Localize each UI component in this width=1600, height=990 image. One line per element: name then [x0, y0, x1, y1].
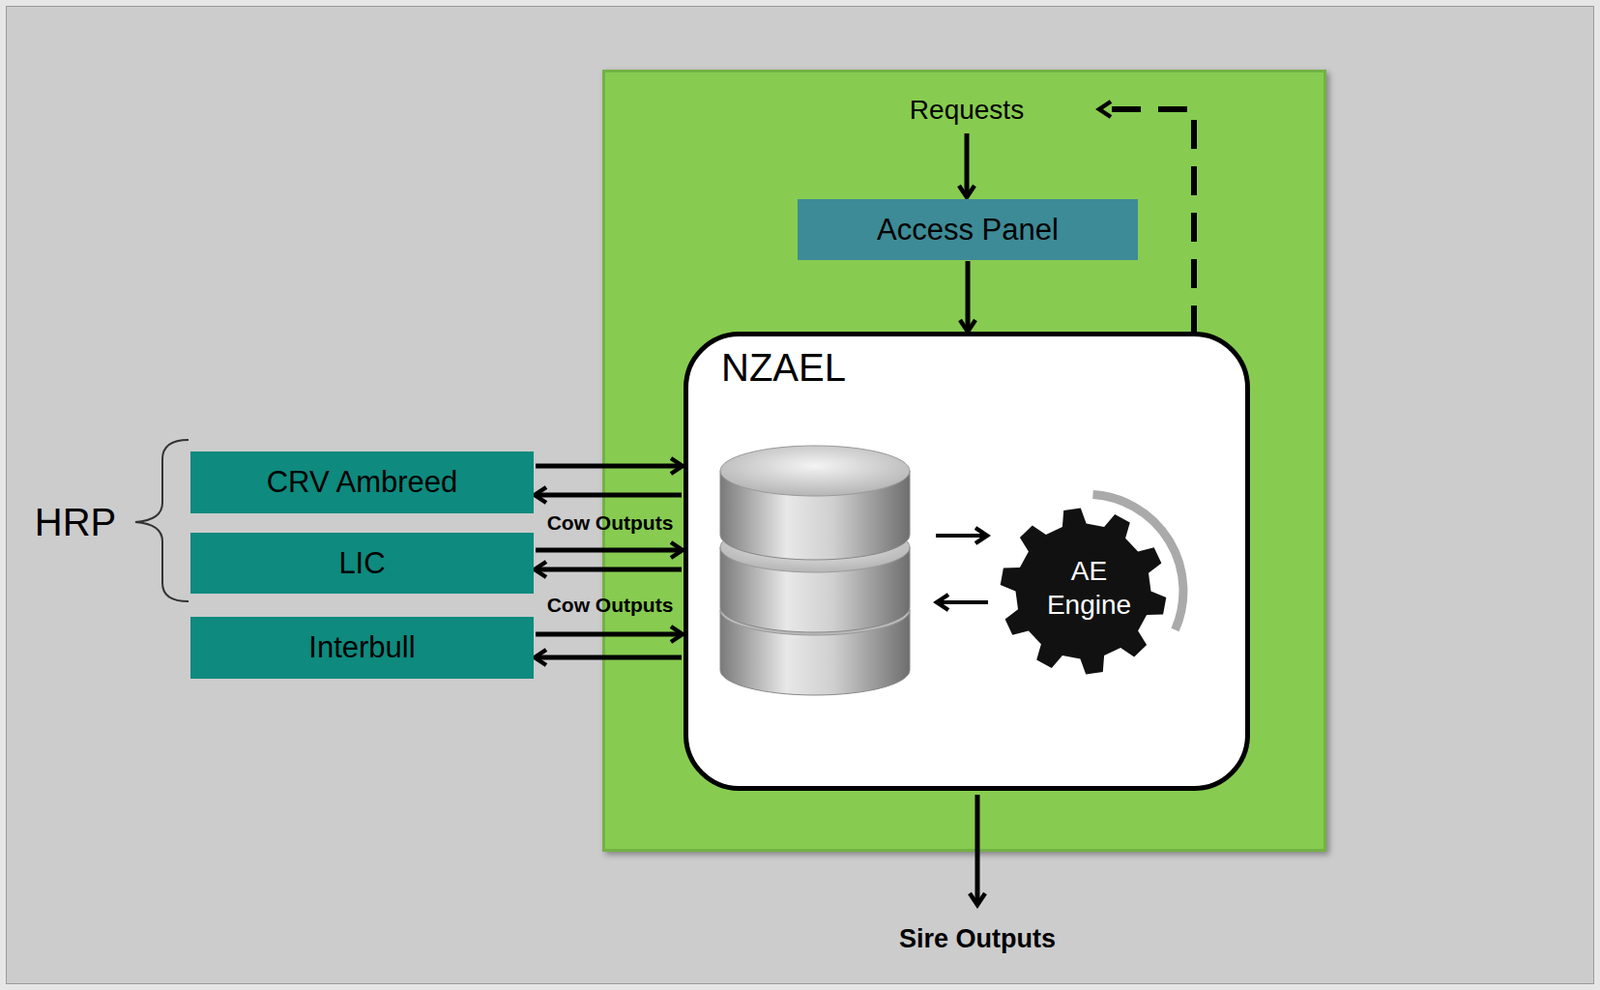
system-box: NZAEL AE Engine [683, 331, 1251, 791]
connector-arrow [535, 464, 682, 469]
requests-label: Requests [909, 94, 1024, 126]
connector-arrow [535, 655, 682, 661]
database-top [720, 445, 910, 496]
connector-arrow [535, 493, 682, 498]
group-label: HRP [34, 500, 117, 545]
gear-outline [1000, 508, 1167, 675]
engine-gear: AE Engine [989, 488, 1189, 687]
node-text: Interbull [308, 630, 415, 666]
source-box: CRV Ambreed [190, 451, 534, 514]
node-text: Access Panel [876, 212, 1059, 248]
edge-label: Cow Outputs [547, 511, 674, 535]
connector-arrow [965, 261, 971, 331]
connector-arrow [535, 567, 682, 573]
connector-arrow [535, 548, 682, 553]
gear-shape [989, 488, 1189, 687]
database-icon [688, 336, 1246, 786]
node-text: NZAEL [721, 346, 846, 390]
requests-arrow [964, 133, 970, 197]
sire-output-arrow [975, 794, 981, 904]
edge-label: Cow Outputs [547, 593, 674, 617]
node-text: CRV Ambreed [266, 465, 459, 500]
process-box: Access Panel [797, 199, 1138, 261]
node-text: LIC [338, 546, 385, 582]
source-box: LIC [190, 532, 534, 594]
node-text: AE Engine [1036, 553, 1143, 622]
hrp-bracket [135, 439, 189, 602]
output-label: Sire Outputs [899, 924, 1056, 955]
engine-arrow [935, 533, 987, 538]
engine-arrow [937, 600, 989, 605]
connector-arrow [535, 632, 682, 638]
source-box: Interbull [190, 616, 534, 679]
